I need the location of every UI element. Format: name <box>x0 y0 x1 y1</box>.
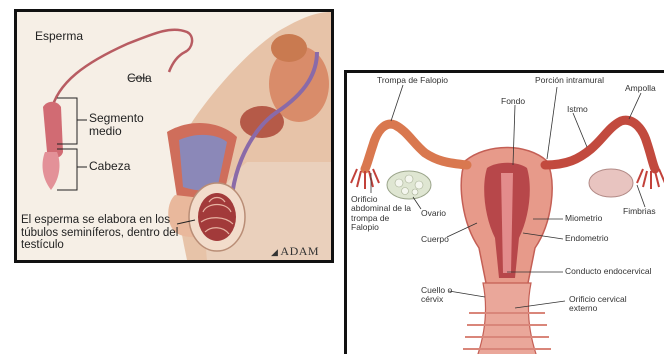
fallopian-tube-right <box>545 120 655 169</box>
fimbriae-left <box>351 169 379 189</box>
label-miometrio: Miometrio <box>565 214 602 223</box>
fallopian-tube-left <box>365 124 467 169</box>
label-trompa: Trompa de Falopio <box>377 76 448 85</box>
fimbriae-right <box>637 169 664 189</box>
label-cuerpo: Cuerpo <box>421 235 449 244</box>
label-segmento-medio: Segmento medio <box>89 112 159 138</box>
label-endometrio: Endometrio <box>565 234 608 243</box>
ovary-right <box>589 169 633 197</box>
label-cola: Cola <box>127 72 152 85</box>
label-istmo: Istmo <box>567 105 588 114</box>
label-esperma: Esperma <box>35 30 83 43</box>
label-ovario: Ovario <box>421 209 446 218</box>
label-porcion: Porción intramural <box>535 76 604 85</box>
label-caption: El esperma se elabora en los túbulos sem… <box>21 214 179 252</box>
adam-logo: ◢ADAM <box>271 244 319 259</box>
cervix <box>477 283 537 354</box>
label-cabeza: Cabeza <box>89 160 130 173</box>
male-anatomy-panel: Esperma Cola Segmento medio Cabeza El es… <box>14 9 334 263</box>
label-orificio-abdominal: Orificio abdominal de la trompa de Falop… <box>351 195 415 232</box>
label-fimbrias: Fimbrias <box>623 207 656 216</box>
label-ampolla: Ampolla <box>625 84 656 93</box>
uterine-cavity <box>501 173 513 273</box>
label-conducto: Conducto endocervical <box>565 267 651 276</box>
label-fondo: Fondo <box>501 97 525 106</box>
sperm-head <box>43 152 60 190</box>
female-anatomy-panel: Trompa de Falopio Porción intramural Fon… <box>344 70 664 354</box>
label-orificio-externo: Orificio cervical externo <box>569 295 639 314</box>
testicle <box>198 193 236 241</box>
label-cuello: Cuello o cérvix <box>421 286 455 305</box>
sperm-midpiece <box>43 102 63 158</box>
